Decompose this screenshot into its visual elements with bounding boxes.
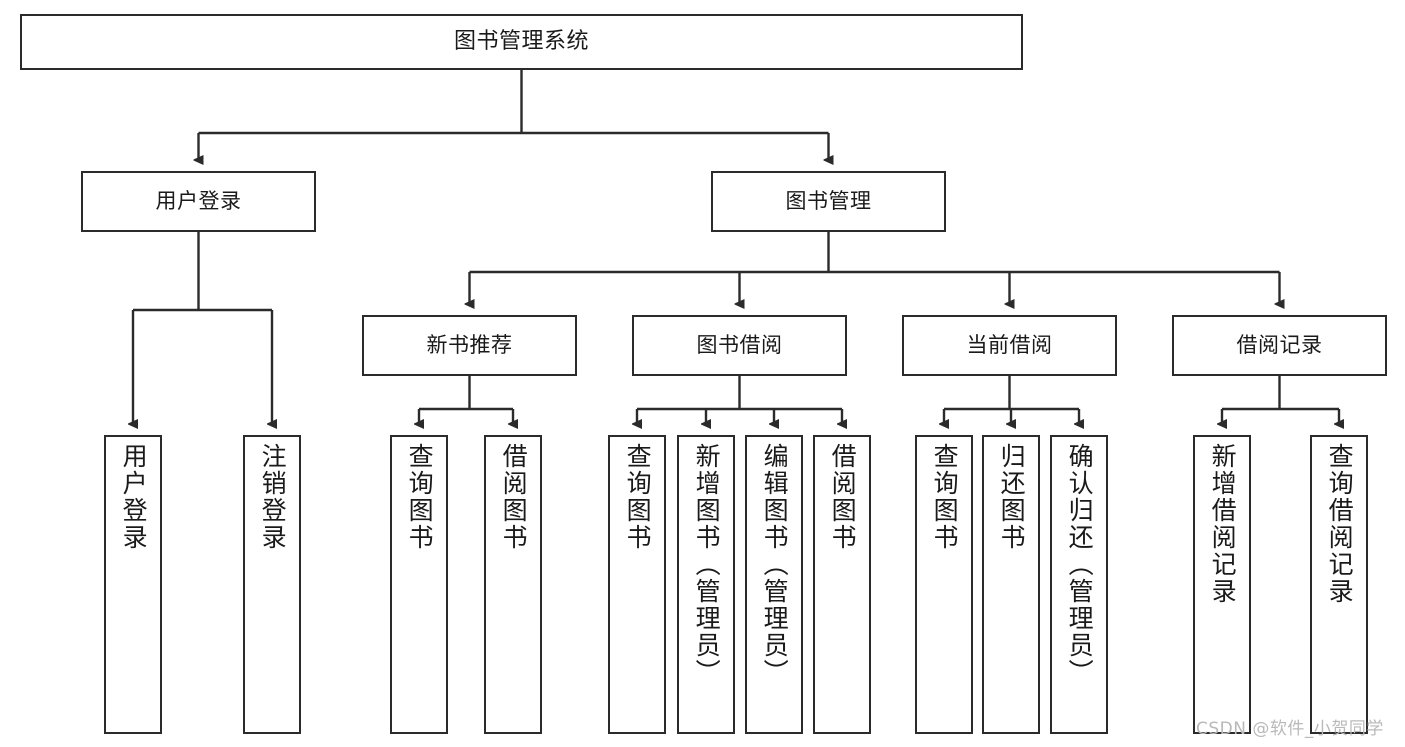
node-label: 新书推荐 <box>426 333 513 358</box>
node-label: 用户登录 <box>155 189 242 214</box>
node-root[interactable]: 图书管理系统 <box>20 14 1023 70</box>
node-leaf-query-book-3[interactable]: 查询图书 <box>915 435 973 734</box>
node-label: 图书管理系统 <box>453 29 589 55</box>
node-label: 编辑图书（管理员） <box>760 443 790 686</box>
node-label: 查询图书 <box>930 443 960 551</box>
node-new-book-recommend[interactable]: 新书推荐 <box>362 315 577 376</box>
node-label: 归还图书 <box>997 443 1027 551</box>
node-leaf-borrow-book-1[interactable]: 借阅图书 <box>484 435 542 734</box>
node-label: 新增图书（管理员） <box>692 443 722 686</box>
node-book-borrow[interactable]: 图书借阅 <box>632 315 847 376</box>
node-label: 确认归还（管理员） <box>1065 443 1095 686</box>
node-user-login[interactable]: 用户登录 <box>81 171 316 232</box>
node-label: 查询借阅记录 <box>1325 443 1355 605</box>
node-leaf-edit-book[interactable]: 编辑图书（管理员） <box>745 435 803 734</box>
node-label: 新增借阅记录 <box>1208 443 1238 605</box>
node-label: 注销登录 <box>258 443 288 551</box>
node-label: 图书借阅 <box>696 333 783 358</box>
node-label: 当前借阅 <box>966 333 1053 358</box>
node-label: 用户登录 <box>119 443 149 551</box>
node-leaf-query-book-2[interactable]: 查询图书 <box>608 435 666 734</box>
node-leaf-query-book-1[interactable]: 查询图书 <box>390 435 448 734</box>
node-leaf-borrow-book-2[interactable]: 借阅图书 <box>813 435 871 734</box>
node-leaf-user-logout[interactable]: 注销登录 <box>243 435 301 734</box>
csdn-watermark: CSDN @软件_小贺同学 <box>1196 719 1384 739</box>
node-label: 图书管理 <box>785 189 872 214</box>
node-current-borrow[interactable]: 当前借阅 <box>902 315 1117 376</box>
node-leaf-return-book[interactable]: 归还图书 <box>982 435 1040 734</box>
node-leaf-confirm-return[interactable]: 确认归还（管理员） <box>1050 435 1108 734</box>
node-book-manage[interactable]: 图书管理 <box>711 171 946 232</box>
node-leaf-query-record[interactable]: 查询借阅记录 <box>1310 435 1368 734</box>
node-leaf-user-login[interactable]: 用户登录 <box>104 435 162 734</box>
node-borrow-record[interactable]: 借阅记录 <box>1172 315 1387 376</box>
node-label: 借阅记录 <box>1236 333 1323 358</box>
node-label: 借阅图书 <box>499 443 529 551</box>
node-label: 查询图书 <box>405 443 435 551</box>
node-label: 查询图书 <box>623 443 653 551</box>
node-label: 借阅图书 <box>828 443 858 551</box>
node-leaf-add-book[interactable]: 新增图书（管理员） <box>677 435 735 734</box>
node-leaf-add-record[interactable]: 新增借阅记录 <box>1193 435 1251 734</box>
